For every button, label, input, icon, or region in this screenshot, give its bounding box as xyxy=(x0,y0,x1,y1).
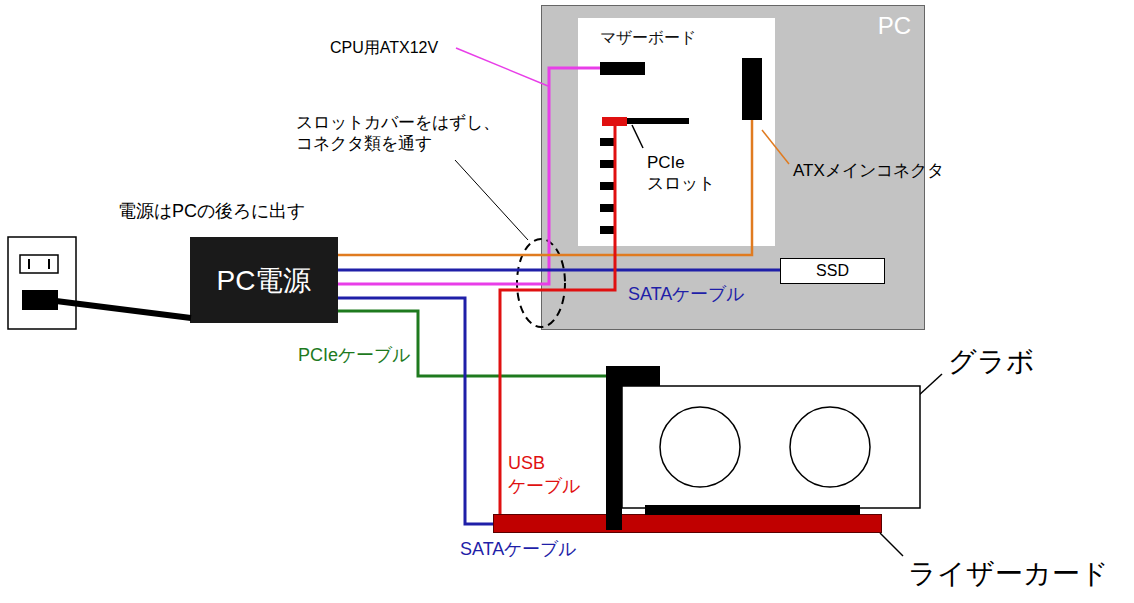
socket-slot xyxy=(48,259,50,269)
card-edge xyxy=(645,505,860,515)
card-fan xyxy=(660,407,740,487)
cable-label: PCIeケーブル xyxy=(298,344,410,367)
pcie-slot-plug xyxy=(602,117,627,126)
leader-line xyxy=(632,125,643,148)
wall-outlet xyxy=(8,237,76,329)
slot-stub xyxy=(600,204,614,212)
ssd-box: SSD xyxy=(780,258,885,284)
slot-cover-ellipse xyxy=(517,239,565,327)
leader-line xyxy=(762,130,789,164)
cable-end xyxy=(578,67,600,70)
card-bracket xyxy=(606,386,622,530)
cpu-power-connector xyxy=(600,62,645,75)
slot-stub xyxy=(600,182,614,190)
atx-main-connector xyxy=(742,58,762,120)
note-text: スロットカバーをはずし、 コネクタ類を通す xyxy=(296,112,500,155)
cable-label: CPU用ATX12V xyxy=(330,38,438,58)
cable-label: USB ケーブル xyxy=(508,452,580,497)
cable-line xyxy=(338,269,780,272)
node-text: PC xyxy=(878,11,911,41)
socket-slot xyxy=(28,259,30,269)
cable-label: SATAケーブル xyxy=(628,283,744,306)
node-text: SSD xyxy=(816,261,849,281)
cable-end xyxy=(751,120,754,246)
node-text: PC電源 xyxy=(217,263,312,298)
pcie-slot xyxy=(627,118,689,124)
cable-label: SATAケーブル xyxy=(460,538,576,561)
card-body xyxy=(622,386,920,508)
riser-card: ライザーカード xyxy=(493,514,882,533)
node-text: マザーボード xyxy=(600,28,696,48)
graphics-card: グラボ xyxy=(606,366,920,508)
slot-stub xyxy=(600,138,614,146)
leader-line xyxy=(456,48,548,86)
motherboard: マザーボード xyxy=(578,18,775,246)
cable-line xyxy=(500,246,615,514)
node-text: ライザーカード xyxy=(908,556,1109,591)
leader-line xyxy=(455,160,528,240)
leader-line xyxy=(880,533,903,556)
cable-line xyxy=(338,68,578,284)
slot-stub xyxy=(600,160,614,168)
cable-label: ATXメインコネクタ xyxy=(793,160,944,181)
part-label: PCIe スロット xyxy=(647,152,715,195)
outlet-socket xyxy=(20,255,58,273)
card-fan xyxy=(790,407,870,487)
cable-end xyxy=(614,126,617,246)
cable-line xyxy=(338,311,606,376)
node-text: グラボ xyxy=(948,344,1035,379)
power-cord xyxy=(56,301,191,318)
power-supply-box: PC電源 xyxy=(190,237,338,323)
slot-stub xyxy=(600,226,614,234)
note-text: 電源はPCの後ろに出す xyxy=(118,200,305,223)
cable-line xyxy=(338,246,752,255)
card-power-connector xyxy=(606,366,660,386)
power-plug xyxy=(22,290,58,310)
cable-line xyxy=(338,298,493,524)
leader-line xyxy=(918,374,942,396)
